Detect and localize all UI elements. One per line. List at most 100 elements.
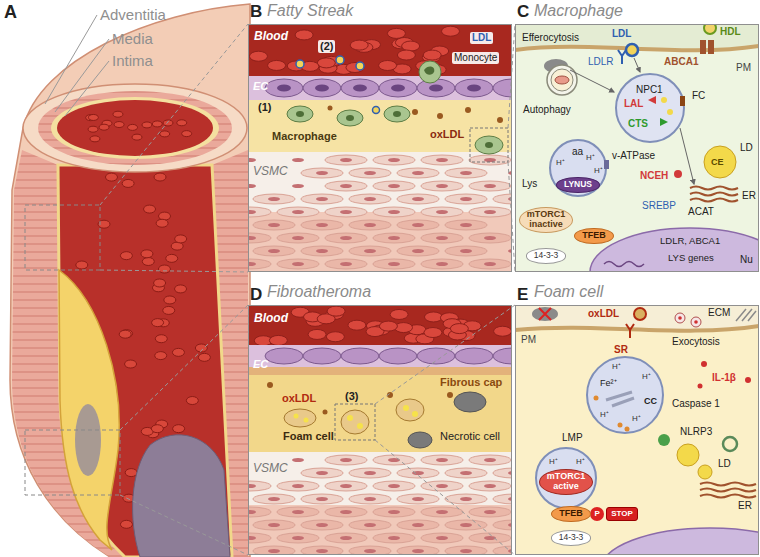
cell-nucleus bbox=[268, 223, 280, 227]
red-blood-cell bbox=[450, 324, 468, 334]
smooth-muscle-cell bbox=[325, 455, 367, 465]
cell-nucleus bbox=[340, 510, 352, 514]
fibroatheroma-drawing bbox=[265, 348, 512, 364]
red-blood-cell bbox=[423, 50, 441, 60]
smooth-muscle-cell bbox=[421, 259, 463, 269]
macrophage-drawing bbox=[616, 74, 684, 142]
red-blood-cell bbox=[175, 285, 187, 293]
fatty-streak-drawing bbox=[424, 66, 434, 74]
smooth-muscle-cell bbox=[248, 533, 271, 543]
smooth-muscle-cell bbox=[349, 494, 391, 504]
foam-cell-drawing bbox=[698, 384, 703, 389]
node-text: inactive bbox=[527, 220, 565, 230]
smooth-muscle-cell bbox=[253, 494, 295, 504]
fibroatheroma-drawing bbox=[265, 348, 303, 364]
molecule-label: aa bbox=[572, 146, 583, 158]
cell-nucleus bbox=[388, 184, 400, 188]
red-blood-cell bbox=[268, 60, 286, 70]
fatty-streak-drawing bbox=[287, 106, 313, 122]
cell-nucleus bbox=[268, 523, 280, 527]
macrophage-drawing bbox=[515, 24, 759, 272]
cell-nucleus bbox=[364, 171, 376, 175]
fibroatheroma-drawing bbox=[403, 405, 409, 411]
fibroatheroma-drawing bbox=[447, 392, 453, 398]
fatty-streak-drawing bbox=[296, 56, 380, 114]
smooth-muscle-cell bbox=[397, 520, 439, 530]
node-text: mTORC1 bbox=[547, 472, 585, 482]
fatty-streak-drawing bbox=[296, 60, 304, 68]
red-blood-cell bbox=[128, 124, 138, 130]
fatty-streak-drawing bbox=[337, 110, 363, 126]
artery-drawing bbox=[51, 97, 219, 159]
artery-drawing bbox=[23, 84, 247, 172]
fatty-streak-drawing bbox=[315, 85, 329, 92]
stop-sign: STOP bbox=[606, 507, 638, 522]
gene-label: LYS genes bbox=[668, 253, 714, 264]
red-blood-cell bbox=[308, 329, 326, 339]
cell-nucleus bbox=[340, 184, 352, 188]
smooth-muscle-cell bbox=[349, 468, 391, 478]
red-blood-cell bbox=[88, 126, 98, 132]
artery-drawing bbox=[57, 100, 213, 156]
adaptor-protein: 14-3-3 bbox=[526, 248, 567, 263]
cell-nucleus bbox=[292, 184, 304, 188]
red-blood-cell bbox=[249, 51, 267, 61]
red-blood-cell bbox=[163, 120, 173, 126]
foam-cell-drawing bbox=[539, 308, 551, 320]
protein-label: SR bbox=[614, 344, 628, 356]
cell-nucleus bbox=[412, 197, 424, 201]
protein-label: SREBP bbox=[642, 200, 676, 212]
cell-nucleus bbox=[316, 549, 328, 553]
smooth-muscle-cell bbox=[469, 233, 511, 243]
fatty-streak-drawing bbox=[475, 136, 503, 154]
cell-nucleus bbox=[436, 158, 448, 162]
cell-nucleus bbox=[484, 484, 496, 488]
red-blood-cell bbox=[158, 265, 170, 273]
artery-drawing bbox=[100, 24, 248, 555]
smooth-muscle-cell bbox=[373, 181, 415, 191]
red-blood-cell bbox=[424, 328, 442, 338]
smooth-muscle-cell bbox=[469, 207, 511, 217]
macrophage-drawing bbox=[704, 146, 736, 178]
fibroatheroma-drawing bbox=[304, 418, 309, 423]
region-label: VSMC bbox=[253, 462, 288, 476]
red-blood-cell bbox=[142, 122, 152, 128]
cell-nucleus bbox=[292, 262, 304, 266]
cell-nucleus bbox=[460, 171, 472, 175]
cell-nucleus bbox=[340, 484, 352, 488]
smooth-muscle-cell bbox=[301, 468, 343, 478]
cell-nucleus bbox=[436, 484, 448, 488]
cell-nucleus bbox=[484, 184, 496, 188]
foam-cell-drawing bbox=[658, 434, 670, 446]
cell-label: Monocyte bbox=[452, 52, 499, 64]
artery-drawing bbox=[38, 91, 232, 165]
process-label: LMP bbox=[562, 432, 583, 444]
smooth-muscle-cell bbox=[469, 481, 511, 491]
region-label: EC bbox=[253, 80, 268, 93]
cell-nucleus bbox=[292, 510, 304, 514]
foam-cell-drawing bbox=[515, 305, 759, 555]
smooth-muscle-cell bbox=[325, 207, 367, 217]
smooth-muscle-cell bbox=[253, 546, 295, 555]
fatty-streak-drawing bbox=[384, 106, 410, 122]
ion-label: H⁺ bbox=[612, 362, 621, 371]
smooth-muscle-cell bbox=[421, 507, 463, 517]
cell-nucleus bbox=[484, 236, 496, 240]
cell-nucleus bbox=[340, 210, 352, 214]
smooth-muscle-cell bbox=[445, 520, 487, 530]
red-blood-cell bbox=[172, 348, 184, 356]
red-blood-cell bbox=[163, 306, 175, 314]
red-blood-cell bbox=[156, 219, 168, 227]
artery-drawing bbox=[25, 430, 120, 495]
artery-drawing bbox=[86, 111, 192, 142]
red-blood-cell bbox=[154, 279, 166, 287]
smooth-muscle-cell bbox=[325, 181, 367, 191]
red-blood-cell bbox=[164, 296, 176, 304]
fatty-streak-drawing bbox=[265, 79, 303, 97]
smooth-muscle-cell bbox=[421, 181, 463, 191]
fatty-streak-drawing bbox=[248, 100, 512, 152]
macrophage-drawing bbox=[626, 44, 638, 56]
cell-nucleus bbox=[436, 184, 448, 188]
foam-cell-drawing bbox=[700, 483, 756, 498]
